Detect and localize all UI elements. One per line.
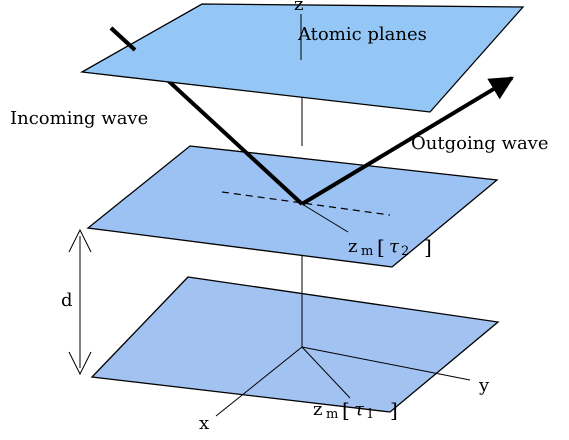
- zm-tau2-tau: τ: [389, 236, 400, 257]
- zm-tau1-base: z: [313, 399, 322, 420]
- atomic-plane-top: [79, 3, 525, 113]
- atomic-planes-label: Atomic planes: [297, 24, 427, 45]
- axis-x-label: x: [199, 413, 209, 434]
- spacing-d-label: d: [61, 290, 73, 311]
- x-axis-line: [215, 346, 303, 417]
- spacing-arrow-head-bottom: [68, 351, 92, 376]
- zm-tau1-index: 1: [366, 407, 374, 422]
- spacing-arrow-head-top: [68, 228, 92, 253]
- zm-tau2-label: z m [ τ 2 ]: [348, 235, 432, 259]
- axis-z-label: z: [294, 0, 303, 15]
- incoming-wave-ray-top: [109, 26, 137, 52]
- zm-tau1-tau: τ: [354, 399, 365, 420]
- incoming-wave-label: Incoming wave: [10, 108, 148, 129]
- outgoing-wave-ray: [300, 76, 515, 206]
- y-axis-line: [301, 346, 471, 381]
- axis-y-label: y: [478, 375, 490, 396]
- tau1-vector-line: [301, 346, 351, 399]
- zm-tau1-bracket-close: ]: [390, 398, 398, 422]
- zm-tau1-sub: m: [326, 407, 338, 422]
- atomic-plane-middle: [86, 145, 499, 268]
- outgoing-wave-label: Outgoing wave: [411, 133, 549, 154]
- zm-tau2-base: z: [348, 236, 357, 257]
- zm-tau2-bracket-open: [: [377, 235, 385, 259]
- atomic-plane-bottom: [90, 276, 500, 413]
- tau2-vector-line: [301, 203, 349, 233]
- zm-tau2-index: 2: [401, 244, 409, 259]
- zm-tau1-bracket-open: [: [342, 398, 350, 422]
- zm-tau1-label: z m [ τ 1 ]: [313, 398, 398, 422]
- zm-tau2-sub: m: [361, 244, 373, 259]
- zm-tau2-bracket-close: ]: [424, 235, 432, 259]
